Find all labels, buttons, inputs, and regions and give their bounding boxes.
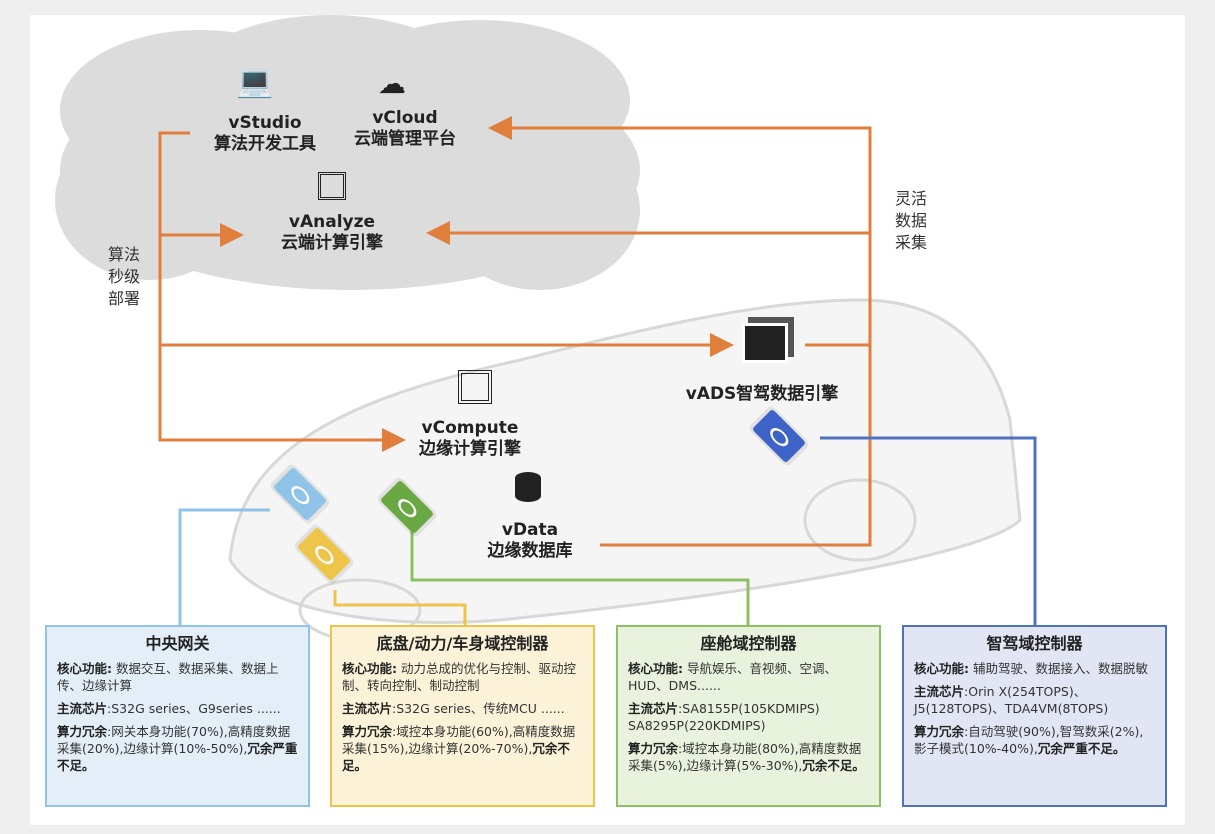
cockpit-connector <box>410 520 750 625</box>
vads-label: vADS智驾数据引擎 <box>685 384 839 404</box>
chassis-connector <box>333 590 467 625</box>
core-function: 核心功能: 辅助驾驶、数据接入、数据脱敏 <box>914 661 1148 676</box>
cockpit-controller-box: 座舱域控制器 核心功能: 导航娱乐、音视频、空调、HUD、DMS...... 主… <box>616 625 881 807</box>
adas-connector <box>820 436 1037 625</box>
data-engine-icon <box>742 323 788 363</box>
core-function: 核心功能: 数据交互、数据采集、数据上传、边缘计算 <box>57 661 279 693</box>
compute-cpu-icon <box>458 370 492 404</box>
box-title: 座舱域控制器 <box>700 634 797 653</box>
main-chips: 主流芯片:S32G series、传统MCU ...... <box>342 701 565 716</box>
compute-redundancy: 算力冗余:自动驾驶(90%),智驾数采(2%),影子模式(10%-40%),冗余… <box>914 724 1144 756</box>
gateway-connector <box>178 508 270 625</box>
orange-flow-lines <box>158 116 872 547</box>
chassis-controller-box: 底盘/动力/车身域控制器 核心功能: 动力总成的优化与控制、驱动控制、转向控制、… <box>330 625 595 807</box>
main-chips: 主流芯片:Orin X(254TOPS)、J5(128TOPS)、TDA4VM(… <box>914 684 1109 716</box>
core-function: 核心功能: 动力总成的优化与控制、驱动控制、转向控制、制动控制 <box>342 661 576 693</box>
compute-redundancy: 算力冗余:网关本身功能(70%),高精度数据采集(20%),边缘计算(10%-5… <box>57 724 298 773</box>
database-icon <box>515 472 541 502</box>
adas-controller-box: 智驾域控制器 核心功能: 辅助驾驶、数据接入、数据脱敏 主流芯片:Orin X(… <box>902 625 1167 807</box>
laptop-globe-icon: 💻 <box>236 65 274 100</box>
box-title: 智驾域控制器 <box>986 634 1083 653</box>
compute-redundancy: 算力冗余:域控本身功能(80%),高精度数据采集(5%),边缘计算(5%-30%… <box>628 741 865 773</box>
cpu-icon <box>318 172 346 200</box>
compute-redundancy: 算力冗余:域控本身功能(60%),高精度数据采集(15%),边缘计算(20%-7… <box>342 724 576 773</box>
cloud-shape <box>55 15 640 290</box>
main-chips: 主流芯片:S32G series、G9series ...... <box>57 701 281 716</box>
deploy-label: 算法秒级部署 <box>108 245 141 308</box>
gateway-controller-box: 中央网关 核心功能: 数据交互、数据采集、数据上传、边缘计算 主流芯片:S32G… <box>45 625 310 807</box>
cloud-sync-icon: ☁ <box>378 67 406 100</box>
core-function: 核心功能: 导航娱乐、音视频、空调、HUD、DMS...... <box>628 661 837 693</box>
box-title: 中央网关 <box>145 634 210 653</box>
collect-label: 灵活数据采集 <box>895 189 928 252</box>
main-chips: 主流芯片:SA8155P(105KDMIPS) SA8295P(220KDMIP… <box>628 701 820 733</box>
box-title: 底盘/动力/车身域控制器 <box>376 634 549 653</box>
car-silhouette <box>228 298 1022 642</box>
